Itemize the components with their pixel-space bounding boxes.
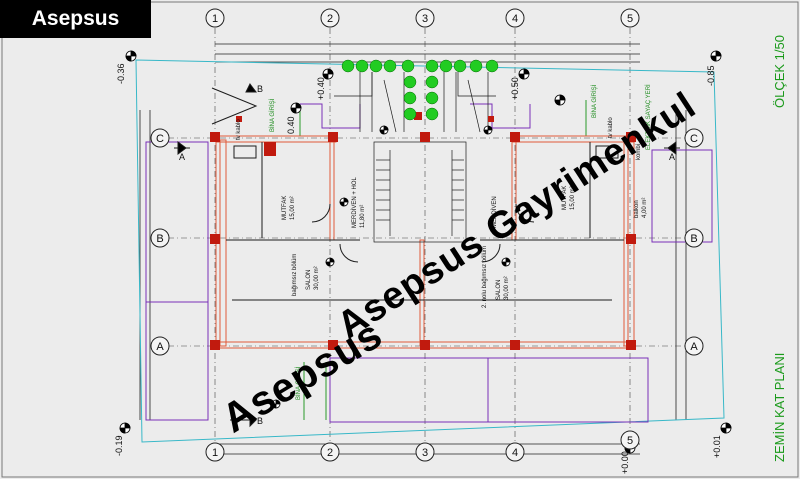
section-a-left: A [179,152,185,162]
landscape-lines [299,100,587,420]
axis-4-bottom [505,442,525,462]
axis-b-left [150,228,170,248]
note-tv-kablo-right: tv kablo [608,117,614,138]
room-area-kitchen-right: 15,00 m² [570,186,576,210]
axis-c-left [150,128,170,148]
room-area-kitchen-left: 15,00 m² [290,196,296,220]
axis-label-a-right: A [690,341,698,353]
room-area-balcony: 4,00 m² [642,198,648,218]
axis-label-5-top: 5 [627,13,633,25]
level-bottom-left: -0.19 [114,435,124,456]
axis-2-bottom [320,442,340,462]
axis-label-4-top: 4 [512,13,518,25]
axis-label-2-bottom: 2 [327,447,333,459]
stair-core [334,72,496,243]
axis-bubbles [150,8,704,462]
axis-label-4-bottom: 4 [512,447,518,459]
axis-1-top [205,8,225,28]
axis-label-1-top: 1 [212,13,218,25]
level-bottom-mid: +0.00 [620,451,630,474]
axis-3-top [415,8,435,28]
section-b-top: B [257,84,263,94]
structural-columns [210,112,636,350]
scale-label: ÖLÇEK 1/50 [772,35,787,108]
axis-label-b-right: B [690,233,697,245]
level-markers [119,50,732,454]
axis-label-2-top: 2 [327,13,333,25]
room-name-stair-hall: MERDİVEN + HOL [351,176,358,228]
note-bina-girisi-bottom: BİNA GİRİŞİ [295,366,302,400]
note-bina-girisi-2: BİNA GİRİŞİ [591,84,598,118]
axis-2-top [320,8,340,28]
room-note-salon-right: 2. nolu bağımsız bölüm [482,246,488,308]
note-kombi: kombi [636,144,642,160]
section-lines [174,83,680,428]
section-b-bottom: B [257,416,263,426]
section-a-right: A [669,152,675,162]
room-note-salon-left: bağımsız bölüm [292,254,298,296]
axis-a-right [684,336,704,356]
trees [341,59,499,121]
axis-label-a-left: A [156,341,164,353]
note-tv-kablo: tv kablo [236,119,242,140]
room-name-kitchen-left: MUTFAK [282,196,288,220]
room-name-salon-left: SALON [306,270,312,290]
axis-4-top [505,8,525,28]
plot-boundary [135,59,725,443]
room-area-salon-right: 30,00 m² [504,276,510,300]
room-area-salon-left: 30,00 m² [314,266,320,290]
room-name-balcony: balkon [634,200,640,218]
axis-label-3-top: 3 [422,13,428,25]
level-entry: 0.40 [286,116,296,134]
room-area-stair-hall: 11,80 m² [360,205,366,228]
note-bina-girisi: BİNA GİRİŞİ [269,98,276,132]
axis-label-3-bottom: 3 [422,447,428,459]
room-name-merdiven-right: MERDİVEN [491,196,498,228]
axis-c-right [684,128,704,148]
axis-label-c-right: C [690,133,698,145]
axis-b-right [684,228,704,248]
axis-label-5-bottom: 5 [627,435,633,447]
axis-a-left [150,336,170,356]
axis-1-bottom [205,442,225,462]
plan-title: ZEMİN KAT PLANI [772,352,787,462]
axis-label-1-bottom: 1 [212,447,218,459]
level-bottom-right: +0.01 [712,435,722,458]
level-top-left: -0.36 [116,63,126,84]
interior-walls [226,142,624,301]
axis-5-bottom [620,430,640,450]
axis-5-top [620,8,640,28]
site-outlines [145,103,713,423]
grid-axes [168,28,700,450]
room-name-salon-right: SALON [496,280,502,300]
room-name-kitchen-right: MUTFAK [562,186,568,210]
dimension-lines [139,43,687,455]
axis-label-b-left: B [156,233,163,245]
level-stair-left: +0.40 [316,77,326,100]
level-stair-right: +0.50 [510,77,520,100]
brand-badge: Asepsus [0,0,151,38]
axis-label-c-left: C [156,133,164,145]
note-elektrik-sayac: ELEKTRİK SAYAÇ YERİ [645,84,652,150]
level-top-right: -0.85 [706,65,716,86]
axis-3-bottom [415,442,435,462]
